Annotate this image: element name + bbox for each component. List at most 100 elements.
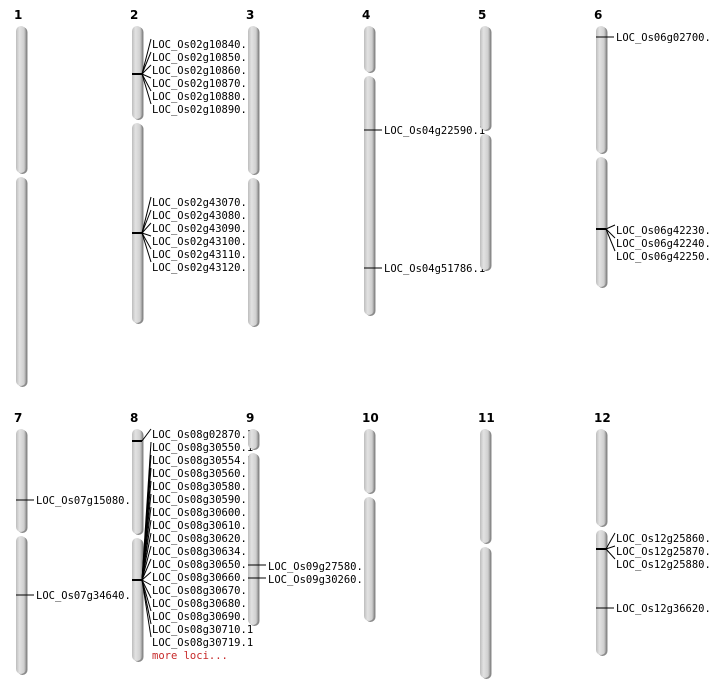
chromosome-5-short-arm[interactable] — [480, 26, 490, 130]
chromosome-2-long-arm[interactable] — [132, 123, 142, 323]
locus-label[interactable]: LOC_Os02g43110.1 — [152, 249, 253, 261]
chromosome-number-7: 7 — [14, 411, 22, 425]
locus-connector — [141, 232, 152, 263]
chromosome-5-long-arm[interactable] — [480, 134, 490, 270]
locus-label[interactable]: LOC_Os08g30650.1 — [152, 559, 253, 571]
locus-label[interactable]: LOC_Os12g36620.1 — [616, 603, 712, 615]
locus-label[interactable]: LOC_Os08g30610.1 — [152, 520, 253, 532]
locus-connector — [605, 548, 616, 560]
chromosome-3-short-arm[interactable] — [248, 26, 258, 174]
locus-label[interactable]: LOC_Os02g10890.1 — [152, 104, 253, 116]
chromosome-number-12: 12 — [594, 411, 611, 425]
locus-label[interactable]: LOC_Os02g10840.1 — [152, 39, 253, 51]
locus-connector — [141, 232, 152, 237]
chromosome-number-9: 9 — [246, 411, 254, 425]
chromosome-8-long-arm[interactable] — [132, 538, 142, 661]
locus-label[interactable]: LOC_Os02g10870.1 — [152, 78, 253, 90]
chromosome-4-long-arm[interactable] — [364, 76, 374, 315]
locus-label[interactable]: LOC_Os08g30560.1 — [152, 468, 253, 480]
locus-label[interactable]: LOC_Os08g30620.1 — [152, 533, 253, 545]
chromosome-number-5: 5 — [478, 8, 486, 22]
locus-label[interactable]: LOC_Os08g30710.1 — [152, 624, 253, 636]
locus-label[interactable]: LOC_Os08g30554.1 — [152, 455, 253, 467]
locus-label[interactable]: LOC_Os02g43100.1 — [152, 236, 253, 248]
locus-label[interactable]: LOC_Os06g42240.1 — [616, 238, 712, 250]
chromosome-11-short-arm[interactable] — [480, 429, 490, 543]
locus-connector — [141, 571, 152, 581]
chromosome-4-short-arm[interactable] — [364, 26, 374, 72]
locus-label[interactable]: LOC_Os12g25870.1 — [616, 546, 712, 558]
locus-label[interactable]: LOC_Os08g30660.1 — [152, 572, 253, 584]
locus-label[interactable]: LOC_Os08g30550.1 — [152, 442, 253, 454]
locus-label[interactable]: LOC_Os09g27580.1 — [268, 561, 369, 573]
locus-label[interactable]: LOC_Os12g25860.1 — [616, 533, 712, 545]
locus-label[interactable]: LOC_Os02g10880.1 — [152, 91, 253, 103]
locus-connector — [141, 579, 152, 599]
locus-label[interactable]: LOC_Os08g30690.1 — [152, 611, 253, 623]
locus-label[interactable]: LOC_Os08g30719.1 — [152, 637, 253, 649]
locus-label[interactable]: LOC_Os06g42230.1 — [616, 225, 712, 237]
locus-label[interactable]: LOC_Os08g30590.1 — [152, 494, 253, 506]
locus-connector — [141, 558, 152, 581]
chromosome-number-10: 10 — [362, 411, 379, 425]
locus-connector — [605, 532, 616, 550]
chromosome-9-long-arm[interactable] — [248, 453, 258, 625]
chromosome-1-short-arm[interactable] — [16, 26, 26, 173]
locus-connector — [605, 545, 616, 550]
locus-label[interactable]: LOC_Os04g51786.1 — [384, 263, 485, 275]
locus-connector — [141, 532, 152, 581]
chromosome-number-8: 8 — [130, 411, 138, 425]
chromosome-7-short-arm[interactable] — [16, 429, 26, 532]
locus-connector — [141, 545, 152, 581]
chromosome-6-long-arm[interactable] — [596, 157, 606, 287]
locus-connector — [605, 228, 616, 239]
locus-connector — [141, 51, 152, 75]
chromosome-12-short-arm[interactable] — [596, 429, 606, 526]
locus-label[interactable]: LOC_Os02g10850.1 — [152, 52, 253, 64]
chromosome-10-short-arm[interactable] — [364, 429, 374, 493]
locus-connector — [141, 38, 152, 75]
locus-label[interactable]: LOC_Os06g02700.1 — [616, 32, 712, 44]
locus-label[interactable]: LOC_Os02g43120.1 — [152, 262, 253, 274]
locus-connector — [141, 232, 152, 250]
locus-label[interactable]: LOC_Os09g30260.1 — [268, 574, 369, 586]
locus-label[interactable]: LOC_Os08g30600.1 — [152, 507, 253, 519]
locus-label[interactable]: LOC_Os04g22590.1 — [384, 125, 485, 137]
locus-connector — [141, 209, 152, 234]
locus-connector — [141, 428, 152, 442]
locus-label[interactable]: LOC_Os02g43090.1 — [152, 223, 253, 235]
chromosome-number-1: 1 — [14, 8, 22, 22]
chromosome-9-short-arm[interactable] — [248, 429, 258, 449]
locus-label[interactable]: LOC_Os02g10860.1 — [152, 65, 253, 77]
chromosome-12-long-arm[interactable] — [596, 530, 606, 655]
chromosome-11-long-arm[interactable] — [480, 547, 490, 678]
locus-connector — [141, 73, 152, 92]
chromosome-1-long-arm[interactable] — [16, 177, 26, 386]
locus-label[interactable]: LOC_Os02g43070.1 — [152, 197, 253, 209]
locus-label[interactable]: LOC_Os12g25880.1 — [616, 559, 712, 571]
locus-label[interactable]: LOC_Os02g43080.1 — [152, 210, 253, 222]
locus-label[interactable]: LOC_Os07g34640.1 — [36, 590, 137, 602]
locus-label[interactable]: LOC_Os08g30634.1 — [152, 546, 253, 558]
chromosome-2-short-arm[interactable] — [132, 26, 142, 119]
locus-connector — [141, 196, 152, 234]
locus-connector — [141, 579, 152, 638]
locus-connector — [141, 73, 152, 105]
chromosome-number-2: 2 — [130, 8, 138, 22]
chromosome-6-short-arm[interactable] — [596, 26, 606, 153]
locus-label[interactable]: LOC_Os07g15080.1 — [36, 495, 137, 507]
more-loci-link[interactable]: more loci... — [152, 650, 228, 662]
locus-label[interactable]: LOC_Os08g02870.1 — [152, 429, 253, 441]
chromosome-7-long-arm[interactable] — [16, 536, 26, 674]
locus-label[interactable]: LOC_Os08g30680.1 — [152, 598, 253, 610]
locus-label[interactable]: LOC_Os08g30580.1 — [152, 481, 253, 493]
chromosome-3-long-arm[interactable] — [248, 178, 258, 326]
locus-label[interactable]: LOC_Os06g42250.1 — [616, 251, 712, 263]
locus-label[interactable]: LOC_Os08g30670.1 — [152, 585, 253, 597]
locus-connector — [141, 73, 152, 79]
locus-connector — [141, 579, 152, 586]
chromosome-10-long-arm[interactable] — [364, 497, 374, 621]
chromosome-8-short-arm[interactable] — [132, 429, 142, 534]
chromosome-number-11: 11 — [478, 411, 495, 425]
locus-connector — [605, 224, 616, 230]
